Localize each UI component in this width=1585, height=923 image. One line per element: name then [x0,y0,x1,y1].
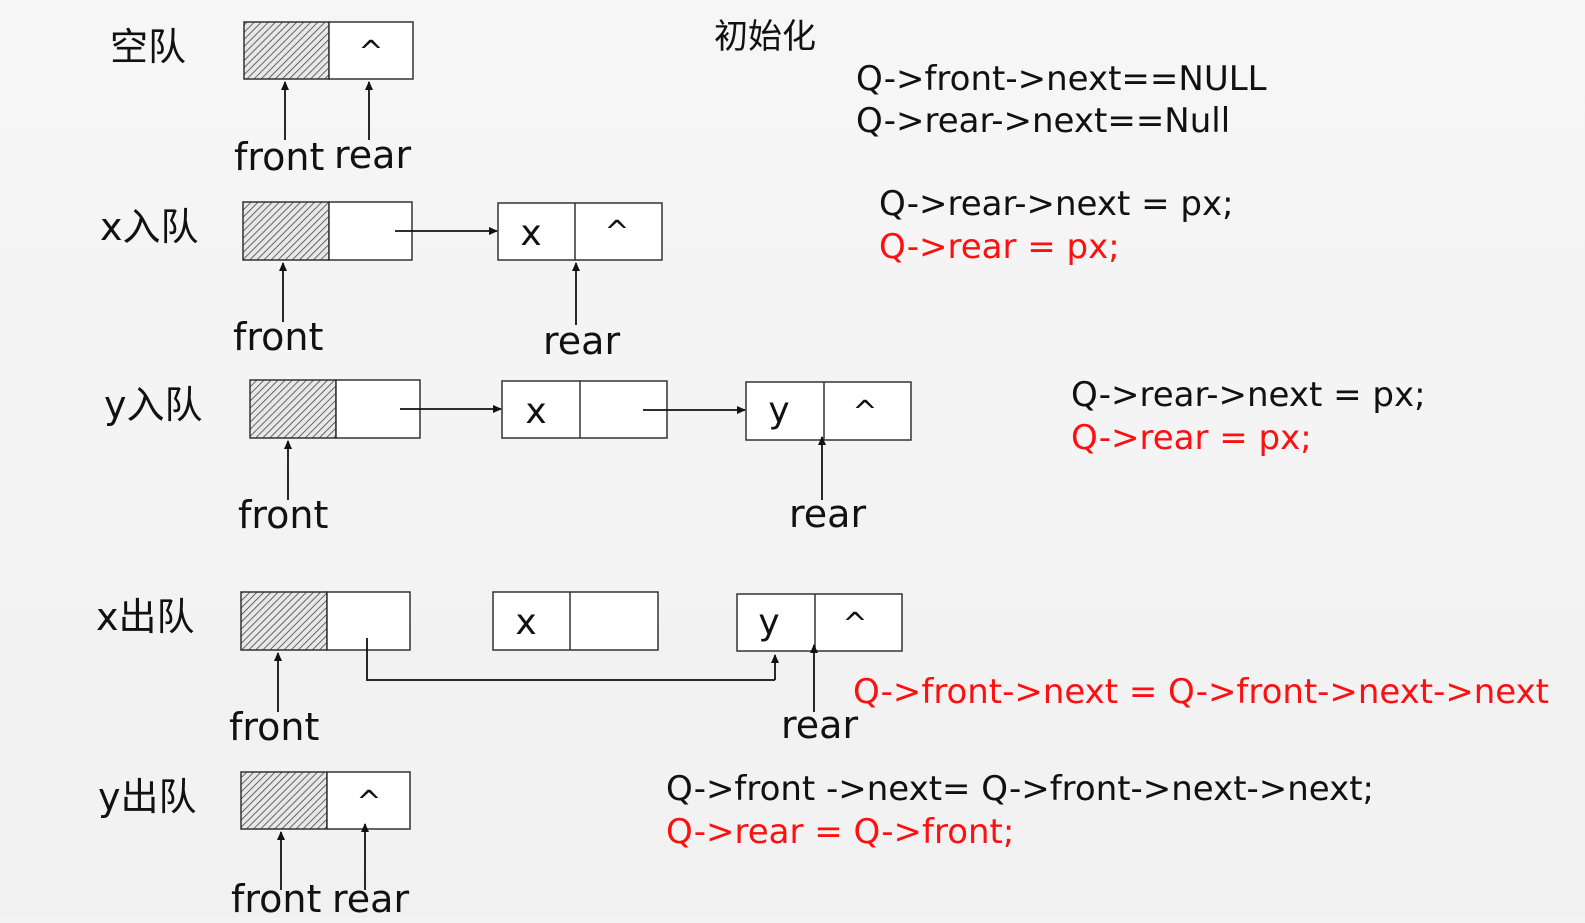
head-node-data [240,771,328,830]
head-node-next [328,21,414,80]
node-x-value: x [515,602,536,643]
rear-label: rear [543,319,620,363]
front-label: front [238,493,328,537]
code-x-enqueue-2: Q->rear = px; [879,227,1120,267]
node-y-value: y [768,390,789,431]
bypass-link-line [366,638,775,681]
head-node-data [243,21,330,80]
node-x-value: x [525,391,546,432]
rear-label: rear [334,133,411,177]
head-node-data [240,591,328,651]
state-x-enqueue: x入队 x ^ front rear [100,201,663,363]
node-y-value: y [758,602,779,643]
node-x-value: x [520,213,541,254]
rear-label: rear [789,492,866,536]
head-node-data [249,379,337,439]
state-y-enqueue: y入队 x y ^ front rear [104,379,912,537]
head-node-data [242,201,330,261]
state-x-dequeue: x出队 x y ^ front rear [96,591,903,749]
state-empty: 空队 ^ front rear [110,21,414,179]
front-label: front [234,135,324,179]
code-y-dequeue-1: Q->front ->next= Q->front->next->next; [666,769,1374,809]
null-symbol: ^ [852,395,877,430]
state-label-empty: 空队 [110,25,186,69]
node-x [492,591,659,651]
null-symbol: ^ [358,35,383,70]
state-label-x-enqueue: x入队 [100,205,199,249]
null-symbol: ^ [356,785,381,820]
code-init-1: Q->front->next==NULL [856,59,1267,99]
front-label: front [229,705,319,749]
rear-label: rear [781,703,858,747]
node-x [497,202,663,261]
init-title: 初始化 [714,17,816,57]
null-symbol: ^ [604,215,629,250]
front-label: front [233,315,323,359]
state-label-y-dequeue: y出队 [98,775,197,819]
node-y [745,381,912,441]
front-label: front [231,877,321,918]
state-label-y-enqueue: y入队 [104,383,203,427]
null-symbol: ^ [842,607,867,642]
head-node-next [326,591,411,651]
node-x [501,380,668,439]
code-x-dequeue-1: Q->front->next = Q->front->next->next [853,672,1549,712]
code-init-2: Q->rear->next==Null [856,101,1230,141]
node-y [736,593,903,652]
code-y-dequeue-2: Q->rear = Q->front; [666,812,1014,852]
state-y-dequeue: y出队 ^ front rear [98,771,411,921]
code-y-enqueue-2: Q->rear = px; [1071,418,1312,458]
head-node-next [326,771,411,830]
code-y-enqueue-1: Q->rear->next = px; [1071,375,1426,415]
code-x-enqueue-1: Q->rear->next = px; [879,184,1234,224]
rear-label: rear [332,877,409,918]
state-label-x-dequeue: x出队 [96,595,195,639]
